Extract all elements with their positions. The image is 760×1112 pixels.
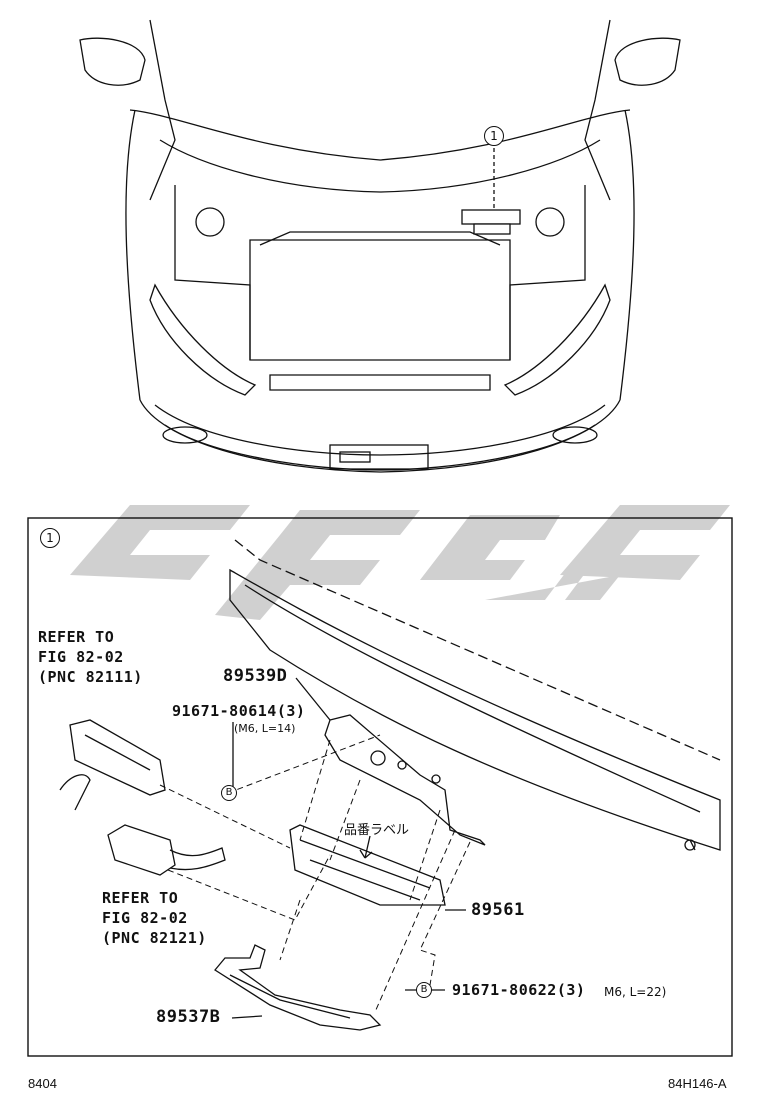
watermark-logo	[70, 505, 730, 620]
refer-upper-line3: (PNC 82111)	[38, 668, 143, 686]
bolt-upper-code: 91671-80614(3)	[172, 702, 306, 720]
refer-upper-line1: REFER TO	[38, 628, 115, 646]
refer-lower-line3: (PNC 82121)	[102, 929, 207, 947]
footer-page-code: 8404	[28, 1076, 57, 1091]
bolt-lower-code: 91671-80622(3)	[452, 981, 586, 999]
bolt-ref-b-lower: B	[416, 982, 432, 998]
car-front-illustration	[79, 19, 681, 473]
part-label-jp: 品番ラベル	[344, 823, 410, 838]
part-number-89537b: 89537B	[156, 1007, 221, 1027]
detail-frame	[27, 517, 733, 1057]
refer-lower-line1: REFER TO	[102, 889, 179, 907]
detail-panel-marker: 1	[40, 528, 60, 548]
refer-upper-line2: FIG 82-02	[38, 648, 124, 666]
bolt-upper-spec: (M6, L=14)	[234, 722, 296, 735]
bolt-ref-b-upper: B	[221, 785, 237, 801]
refer-lower-line2: FIG 82-02	[102, 909, 188, 927]
callout-marker: 1	[484, 126, 504, 146]
part-number-89561: 89561	[471, 900, 525, 920]
bolt-lower-spec: M6, L=22)	[604, 985, 667, 999]
footer-figure-id: 84H146-A	[668, 1076, 727, 1091]
part-number-89539d: 89539D	[223, 666, 288, 686]
detail-illustration	[59, 539, 721, 1031]
